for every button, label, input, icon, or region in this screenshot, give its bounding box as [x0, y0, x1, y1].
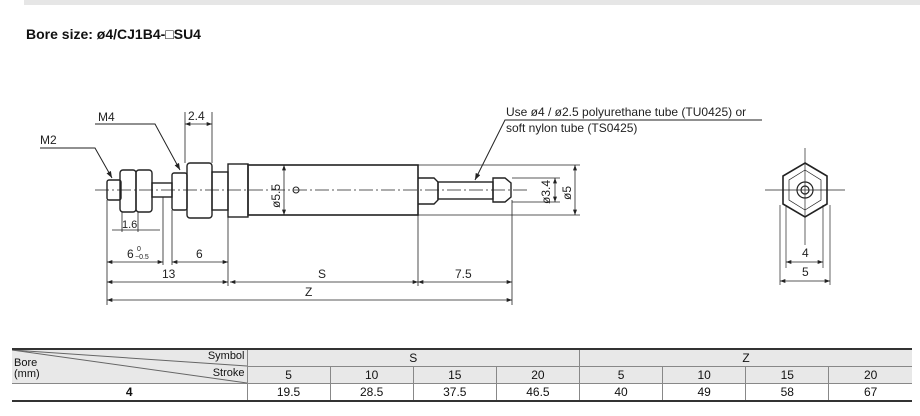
stroke-header: 5	[246, 366, 331, 384]
table-cell: 58	[745, 383, 829, 402]
stroke-header: 10	[329, 366, 414, 384]
tube-note-line2: soft nylon tube (TS0425)	[506, 121, 637, 135]
group-header-s: S	[246, 348, 580, 367]
dim-13: 13	[162, 267, 176, 281]
end-dim-4: 4	[802, 246, 809, 260]
dim-s: S	[318, 267, 326, 281]
rod-end	[106, 162, 249, 219]
dim-d5: ø5	[560, 186, 574, 200]
table-cell: 37.5	[412, 383, 497, 402]
table-cell: 49	[662, 383, 746, 402]
group-header-z: Z	[579, 348, 912, 367]
tol-lower: −0.5	[135, 254, 149, 261]
tube-note-line1: Use ø4 / ø2.5 polyurethane tube (TU0425)…	[506, 105, 746, 119]
stroke-label: Stroke	[212, 367, 245, 379]
end-dim-5: 5	[802, 265, 809, 279]
table-cell: 67	[828, 383, 912, 402]
dim-d5-5: ø5.5	[269, 184, 283, 208]
dimensions-table: Bore(mm) Symbol Stroke S Z 5 10 15 20 5 …	[12, 348, 912, 402]
stroke-header: 5	[578, 366, 663, 384]
dim-6-tol: 6	[127, 247, 134, 261]
cylinder-body	[247, 164, 419, 216]
diagonal-lines	[12, 350, 247, 384]
table-cell: 28.5	[329, 383, 414, 402]
dim-2-4: 2.4	[188, 109, 205, 123]
page-title: Bore size: ø4/CJ1B4-□SU4	[26, 26, 201, 42]
table-cell: 46.5	[495, 383, 580, 402]
stroke-header: 20	[828, 366, 912, 384]
stroke-header: 15	[745, 366, 829, 384]
label-m4: M4	[98, 110, 115, 124]
dim-d3-4: ø3.4	[539, 180, 553, 204]
dim-z: Z	[305, 285, 312, 299]
cylinder-drawing: M2 M4 2.4 1.6 6 0 −0.5 6 13 S 7.5 Z ø5.5…	[40, 105, 845, 305]
table-cell: 40	[578, 383, 663, 402]
dim-7-5: 7.5	[455, 267, 472, 281]
bore-label: Bore	[14, 357, 38, 369]
stroke-header: 15	[412, 366, 497, 384]
stroke-header: 20	[495, 366, 580, 384]
table-cell: 19.5	[246, 383, 331, 402]
top-divider	[24, 0, 920, 5]
bore-value: 4	[12, 383, 247, 402]
dim-1-6: 1.6	[122, 219, 137, 231]
end-view	[765, 148, 845, 285]
tol-upper: 0	[137, 246, 141, 253]
bore-unit: (mm)	[14, 368, 40, 380]
tube-fitting	[418, 177, 512, 205]
label-m2: M2	[40, 133, 57, 147]
symbol-label: Symbol	[207, 350, 245, 362]
table-corner-header: Bore(mm) Symbol Stroke	[12, 348, 247, 384]
dim-6: 6	[196, 247, 203, 261]
table-row: 4 19.5 28.5 37.5 46.5 40 49 58 67	[12, 383, 912, 402]
stroke-header: 10	[662, 366, 746, 384]
